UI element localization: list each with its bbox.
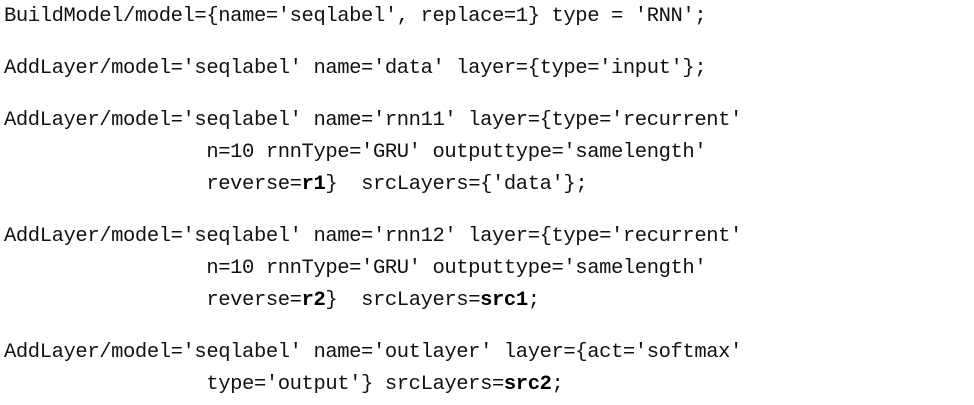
code-text: } srcLayers={'data'}; xyxy=(325,173,588,196)
code-text: n=10 rnnType='GRU' outputtype='samelengt… xyxy=(4,257,707,280)
code-text: AddLayer/model='seqlabel' name='outlayer… xyxy=(4,341,742,364)
code-placeholder-token: r1 xyxy=(301,173,326,196)
code-placeholder-token: src2 xyxy=(503,373,552,396)
code-text: AddLayer/model='seqlabel' name='rnn12' l… xyxy=(4,225,742,248)
code-line-add-rnn11-layer: AddLayer/model='seqlabel' name='rnn11' l… xyxy=(4,106,742,136)
code-text: } srcLayers= xyxy=(325,289,481,312)
code-placeholder-token: r2 xyxy=(301,289,326,312)
code-text: BuildModel/model={name='seqlabel', repla… xyxy=(4,5,707,28)
code-text: ; xyxy=(527,289,540,312)
code-line-add-data-layer: AddLayer/model='seqlabel' name='data' la… xyxy=(4,54,707,84)
code-text: AddLayer/model='seqlabel' name='data' la… xyxy=(4,57,707,80)
code-text: AddLayer/model='seqlabel' name='rnn11' l… xyxy=(4,109,742,132)
code-line-outlayer-sources: type='output'} srcLayers=src2; xyxy=(4,370,563,400)
code-placeholder-token: src1 xyxy=(480,289,528,312)
code-block: BuildModel/model={name='seqlabel', repla… xyxy=(4,2,970,402)
code-text: reverse= xyxy=(4,173,302,196)
code-line-rnn11-sources: reverse=r1} srcLayers={'data'}; xyxy=(4,170,587,200)
code-line-rnn12-sources: reverse=r2} srcLayers=src1; xyxy=(4,286,540,316)
code-text: ; xyxy=(551,373,564,396)
code-text: reverse= xyxy=(4,289,302,312)
code-line-rnn12-options: n=10 rnnType='GRU' outputtype='samelengt… xyxy=(4,254,706,284)
code-line-add-rnn12-layer: AddLayer/model='seqlabel' name='rnn12' l… xyxy=(4,222,742,252)
code-line-rnn11-options: n=10 rnnType='GRU' outputtype='samelengt… xyxy=(4,138,706,168)
code-text: n=10 rnnType='GRU' outputtype='samelengt… xyxy=(4,141,707,164)
code-text: type='output'} srcLayers= xyxy=(4,373,504,396)
code-line-add-outlayer: AddLayer/model='seqlabel' name='outlayer… xyxy=(4,338,742,368)
code-line-build-model: BuildModel/model={name='seqlabel', repla… xyxy=(4,2,707,32)
